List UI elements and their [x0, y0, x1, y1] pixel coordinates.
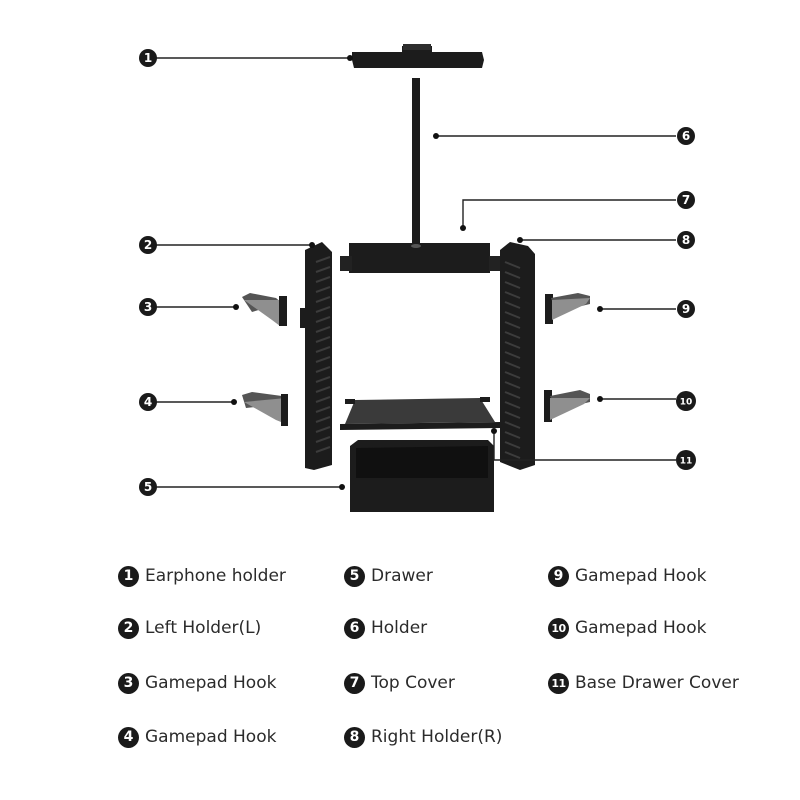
legend-badge: 3 — [118, 672, 139, 694]
callout-badge-3: 3 — [139, 298, 157, 316]
drawer-part — [350, 440, 494, 512]
legend-item-10: 10 Gamepad Hook — [548, 615, 706, 641]
legend-label: Gamepad Hook — [575, 618, 707, 638]
callout-number: 4 — [144, 395, 152, 409]
callout-badge-2: 2 — [139, 236, 157, 254]
legend-label: Holder — [371, 618, 428, 638]
legend-item-3: 3 Gamepad Hook — [118, 670, 276, 696]
legend-label: Right Holder(R) — [371, 727, 503, 747]
legend-item-9: 9 Gamepad Hook — [548, 563, 706, 589]
leader-lines — [156, 57, 676, 488]
legend-label: Left Holder(L) — [145, 618, 262, 638]
leader-dots — [231, 55, 603, 490]
legend-item-11: 11 Base Drawer Cover — [548, 670, 739, 696]
base-drawer-cover-part — [340, 397, 500, 430]
callout-number: 7 — [682, 193, 690, 207]
legend-item-8: 8 Right Holder(R) — [344, 724, 502, 750]
callout-number: 11 — [680, 457, 693, 467]
legend-item-5: 5 Drawer — [344, 563, 433, 589]
top-cover-part — [340, 243, 501, 273]
callout-badge-6: 6 — [677, 127, 695, 145]
legend-item-7: 7 Top Cover — [344, 670, 455, 696]
legend-badge: 8 — [344, 726, 365, 748]
callout-number: 1 — [144, 51, 152, 65]
legend-item-4: 4 Gamepad Hook — [118, 724, 276, 750]
legend-label: Earphone holder — [145, 566, 286, 586]
legend-item-1: 1 Earphone holder — [118, 563, 286, 589]
callout-badge-10: 10 — [676, 391, 696, 411]
legend-item-2: 2 Left Holder(L) — [118, 615, 261, 641]
left-holder-part — [300, 242, 332, 470]
callout-badge-7: 7 — [677, 191, 695, 209]
gamepad-hook-4-part — [242, 392, 288, 426]
gamepad-hook-9-part — [545, 293, 590, 324]
parts-legend: 1 Earphone holder 2 Left Holder(L) 3 Gam… — [0, 555, 800, 775]
callout-number: 6 — [682, 129, 690, 143]
callout-badge-5: 5 — [139, 478, 157, 496]
legend-badge: 1 — [118, 565, 139, 587]
callout-number: 9 — [682, 302, 690, 316]
gamepad-hook-10-part — [544, 390, 590, 422]
callout-number: 5 — [144, 480, 152, 494]
legend-badge: 11 — [548, 672, 569, 694]
legend-label: Gamepad Hook — [575, 566, 707, 586]
legend-label: Drawer — [371, 566, 433, 586]
legend-label: Top Cover — [371, 673, 455, 693]
legend-badge: 2 — [118, 617, 139, 639]
gamepad-hook-3-part — [242, 293, 287, 326]
legend-badge: 7 — [344, 672, 365, 694]
legend-label: Base Drawer Cover — [575, 673, 739, 693]
legend-label: Gamepad Hook — [145, 673, 277, 693]
right-holder-part — [500, 242, 535, 470]
callout-number: 10 — [680, 398, 693, 408]
holder-pole-part — [412, 78, 420, 244]
callout-badge-9: 9 — [677, 300, 695, 318]
callout-badge-1: 1 — [139, 49, 157, 67]
callout-badge-4: 4 — [139, 393, 157, 411]
legend-item-6: 6 Holder — [344, 615, 427, 641]
callout-badge-11: 11 — [676, 450, 696, 470]
legend-badge: 10 — [548, 617, 569, 639]
callout-number: 2 — [144, 238, 152, 252]
legend-label: Gamepad Hook — [145, 727, 277, 747]
legend-badge: 4 — [118, 726, 139, 748]
earphone-holder-part — [352, 44, 484, 68]
legend-badge: 6 — [344, 617, 365, 639]
legend-badge: 9 — [548, 565, 569, 587]
callout-number: 8 — [682, 233, 690, 247]
callout-badge-8: 8 — [677, 231, 695, 249]
callout-number: 3 — [144, 300, 152, 314]
legend-badge: 5 — [344, 565, 365, 587]
